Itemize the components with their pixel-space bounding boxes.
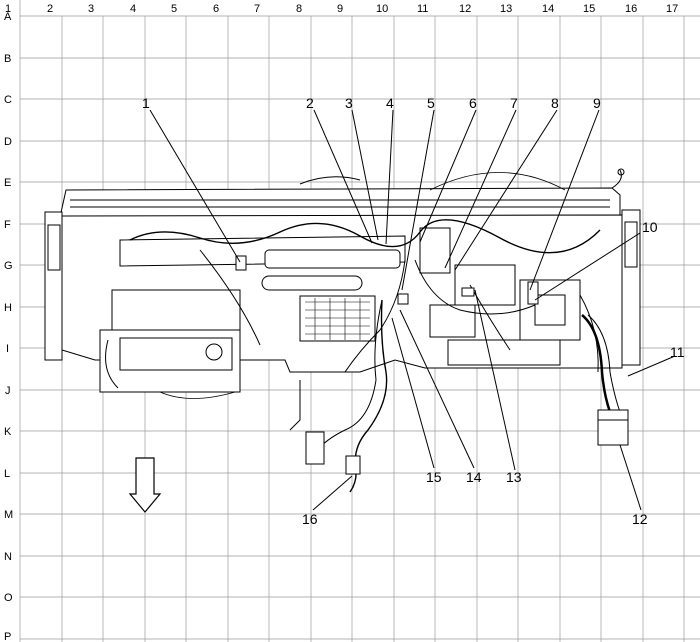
col-label: 14 [542,3,554,15]
col-label: 7 [254,3,260,15]
col-label: 2 [47,3,53,15]
callout-13: 13 [506,469,522,485]
callout-12: 12 [632,511,648,527]
callout-1: 1 [142,95,150,111]
col-label: 15 [583,3,595,15]
callout-15: 15 [426,469,442,485]
callout-10: 10 [642,219,658,235]
row-labels: A B C D E F G H I J K L M N O P [4,11,13,642]
row-label: D [4,136,12,148]
col-label: 1 [5,3,11,15]
row-label: A [4,11,12,23]
callout-3: 3 [345,95,353,111]
row-label: B [4,53,11,65]
row-label: O [4,592,13,604]
col-label: 3 [88,3,94,15]
row-label: H [4,302,12,314]
row-label: G [4,260,13,272]
row-label: N [4,551,12,563]
instrument-panel-drawing [44,168,641,493]
callout-14: 14 [466,469,482,485]
row-label: J [5,385,11,397]
col-label: 4 [130,3,136,15]
down-arrow-icon [128,457,162,513]
callout-16: 16 [302,511,318,527]
col-label: 16 [625,3,637,15]
row-label: I [6,343,9,355]
row-label: E [4,177,11,189]
callout-4: 4 [386,95,394,111]
row-label: C [4,94,12,106]
row-label: L [4,468,10,480]
callout-leaders [149,109,676,511]
callout-8: 8 [551,95,559,111]
col-label: 5 [171,3,177,15]
callout-11: 11 [670,344,685,360]
row-label: P [4,631,11,642]
row-label: F [4,219,11,231]
col-label: 6 [213,3,219,15]
col-label: 11 [417,3,428,15]
col-label: 13 [500,3,512,15]
callout-9: 9 [593,95,601,111]
row-label: M [4,509,13,521]
col-label: 10 [376,3,388,15]
callout-2: 2 [306,95,314,111]
callout-labels: 1 2 3 4 5 6 7 8 9 10 11 12 13 14 15 16 [142,95,685,527]
row-label: K [4,426,12,438]
callout-7: 7 [510,95,518,111]
col-label: 9 [337,3,343,15]
callout-6: 6 [469,95,477,111]
callout-5: 5 [427,95,435,111]
col-label: 17 [666,3,678,15]
col-label: 8 [296,3,302,15]
col-label: 12 [459,3,471,15]
column-labels: 1 2 3 4 5 6 7 8 9 10 11 12 13 14 15 16 1… [5,3,678,15]
